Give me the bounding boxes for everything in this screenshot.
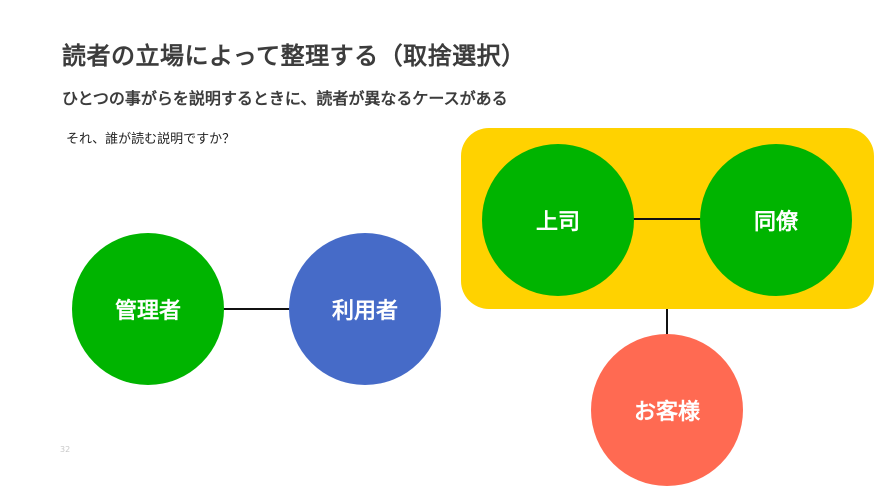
node-customer-label: お客様 bbox=[633, 400, 700, 425]
node-user: 利用者 bbox=[289, 233, 441, 385]
node-boss: 上司 bbox=[482, 144, 634, 296]
node-boss-label: 上司 bbox=[535, 210, 580, 235]
question-text: それ、誰が読む説明ですか？ bbox=[66, 132, 236, 147]
connector-group-customer bbox=[666, 309, 668, 339]
node-manager-label: 管理者 bbox=[114, 299, 181, 324]
node-user-label: 利用者 bbox=[331, 299, 398, 324]
page-number: 32 bbox=[60, 445, 71, 454]
node-colleague: 同僚 bbox=[700, 144, 852, 296]
node-customer: お客様 bbox=[591, 334, 743, 486]
node-colleague-label: 同僚 bbox=[753, 210, 798, 235]
slide-subtitle: ひとつの事がらを説明するときに、読者が異なるケースがある bbox=[62, 89, 508, 108]
slide-title: 読者の立場によって整理する（取捨選択） bbox=[62, 42, 526, 70]
connector-boss-colleague bbox=[630, 218, 702, 220]
node-manager: 管理者 bbox=[72, 233, 224, 385]
connector-manager-user bbox=[222, 308, 292, 310]
